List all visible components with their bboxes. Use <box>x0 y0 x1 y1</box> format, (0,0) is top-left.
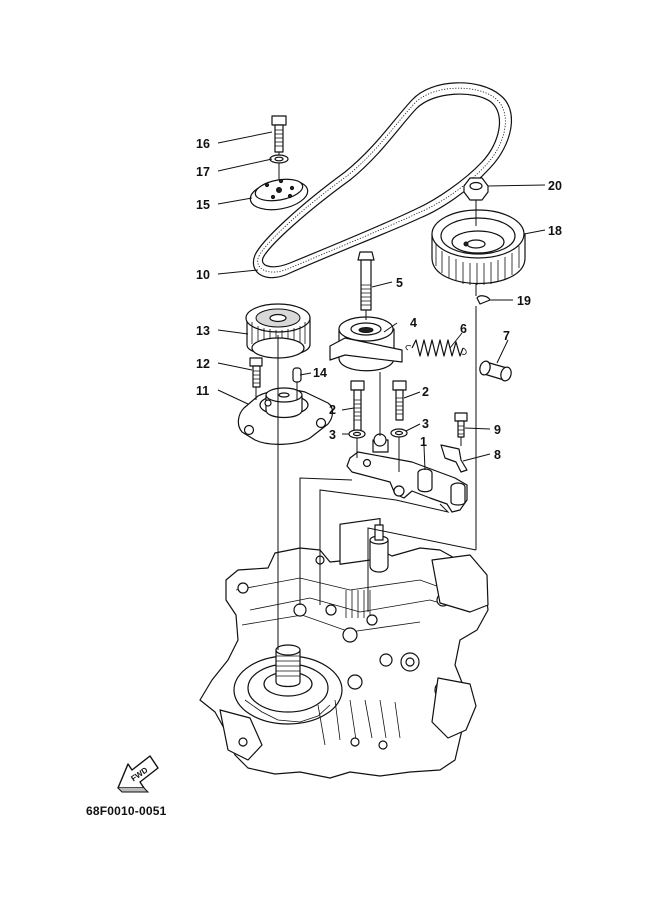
callout-18: 18 <box>548 224 562 238</box>
fwd-arrow-icon: FWD <box>117 755 159 793</box>
tensioner-4 <box>329 316 403 372</box>
timing-belt <box>252 82 513 279</box>
callout-11: 11 <box>196 384 209 398</box>
callout-17: 17 <box>196 165 210 179</box>
callout-13: 13 <box>196 324 210 338</box>
bolt-16 <box>271 115 287 153</box>
callout-2-right: 2 <box>422 385 429 399</box>
collar-7 <box>479 360 512 382</box>
key-19 <box>476 295 491 305</box>
callout-20: 20 <box>548 179 562 193</box>
diagram-code: 68F0010-0051 <box>86 804 167 818</box>
lever-plate-1 <box>346 433 468 513</box>
engine-block <box>199 517 489 779</box>
callout-14: 14 <box>313 366 327 380</box>
cam-pulley-18 <box>431 209 526 285</box>
callout-8: 8 <box>494 448 501 462</box>
assembly-guide-lines <box>255 152 477 650</box>
callout-1: 1 <box>420 435 427 449</box>
spring-6 <box>405 339 467 357</box>
bracket-8 <box>440 444 468 473</box>
callout-3-right: 3 <box>422 417 429 431</box>
bolt-9 <box>454 412 468 438</box>
housing-11 <box>237 387 334 445</box>
callout-12: 12 <box>196 357 210 371</box>
callout-16: 16 <box>196 137 210 151</box>
nut-20 <box>463 177 489 201</box>
callout-numbers: 16 17 15 10 13 12 14 11 5 4 6 7 2 2 3 3 … <box>196 137 562 462</box>
bolt-2-left <box>350 380 365 433</box>
callout-9: 9 <box>494 423 501 437</box>
callout-3-left: 3 <box>329 428 336 442</box>
plate-15 <box>249 178 309 211</box>
callout-19: 19 <box>517 294 531 308</box>
callout-7: 7 <box>503 329 510 343</box>
callout-6: 6 <box>460 322 467 336</box>
washer-3-left <box>348 429 366 439</box>
bolt-5 <box>357 251 375 311</box>
drive-pulley-13 <box>245 303 311 359</box>
bolt-12 <box>249 357 263 388</box>
callout-15: 15 <box>196 198 210 212</box>
callout-2-left: 2 <box>329 403 336 417</box>
bolt-2-right <box>392 380 407 421</box>
callout-4: 4 <box>410 316 417 330</box>
washer-17 <box>269 154 289 164</box>
callout-10: 10 <box>196 268 210 282</box>
callout-5: 5 <box>396 276 403 290</box>
pin-14 <box>292 367 302 383</box>
washer-3-right <box>390 428 408 438</box>
leader-lines <box>217 131 546 471</box>
